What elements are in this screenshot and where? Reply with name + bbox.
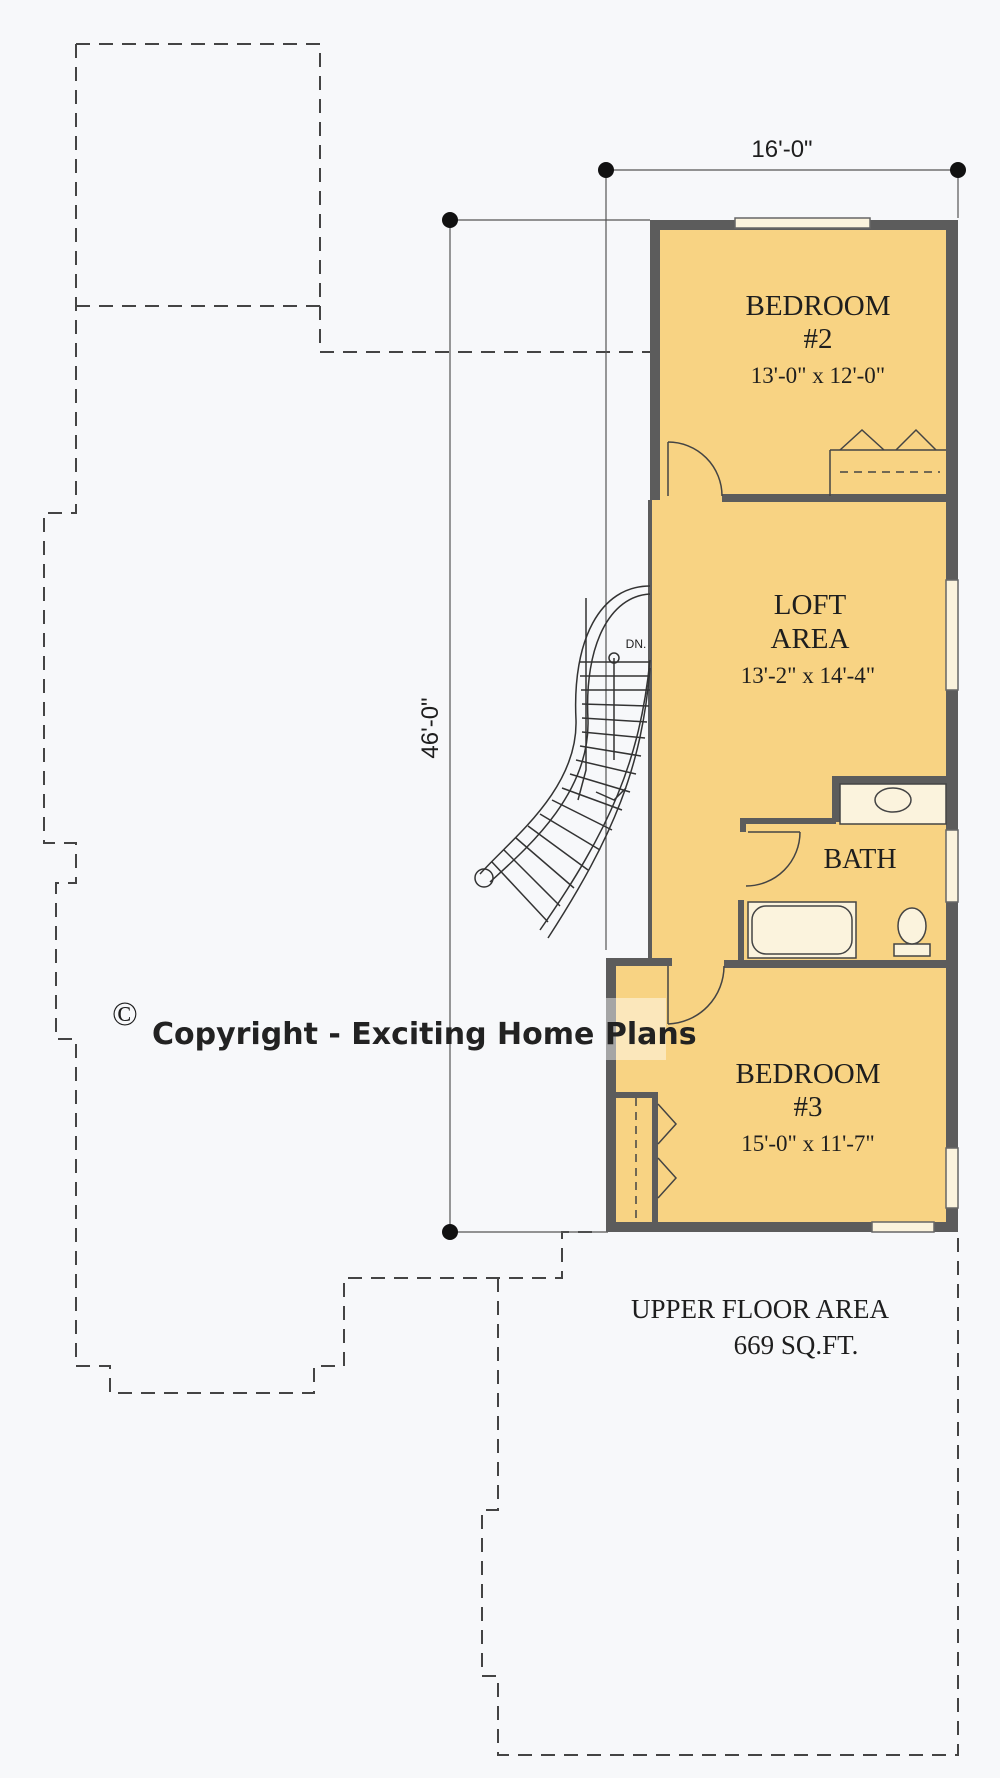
sink-icon	[874, 787, 912, 813]
bedroom2-number: #2	[804, 323, 833, 355]
wall	[740, 818, 836, 824]
toilet-tank	[893, 943, 931, 957]
bedroom3-number: #3	[794, 1091, 823, 1123]
dim-dot	[950, 162, 966, 178]
door-swings	[667, 441, 801, 1025]
wall	[606, 1222, 958, 1232]
floor-area	[610, 226, 953, 1224]
copyright-symbol: ©	[112, 996, 138, 1033]
lower-floor-outline	[43, 43, 959, 1756]
window	[734, 217, 871, 229]
bedroom2-size: 13'-0" x 12'-0"	[751, 363, 885, 388]
stair-treads	[491, 661, 650, 923]
area-value: 669 SQ.FT.	[734, 1330, 859, 1360]
dim-dot	[442, 212, 458, 228]
window	[945, 829, 959, 903]
windows	[734, 217, 959, 1233]
stair-down-label: DN.	[626, 637, 647, 651]
wall	[606, 958, 616, 1232]
bath-name: BATH	[823, 844, 896, 875]
loft-size: 13'-2" x 14'-4"	[741, 663, 875, 688]
wall	[606, 958, 672, 966]
dim-dot	[598, 162, 614, 178]
wall	[832, 776, 840, 822]
window	[945, 1147, 959, 1209]
window	[871, 1221, 935, 1233]
wall	[740, 818, 746, 832]
overall-depth-dimension: 46'-0"	[417, 697, 444, 758]
wall	[946, 220, 958, 1232]
bath-fixtures	[747, 783, 947, 959]
wall	[648, 500, 652, 958]
wall	[724, 960, 950, 968]
toilet-bowl	[897, 907, 927, 945]
closet-bedroom2	[829, 428, 946, 496]
area-title: UPPER FLOOR AREA	[631, 1294, 890, 1324]
bedroom2-name: BEDROOM	[745, 290, 890, 322]
dim-dot	[442, 1224, 458, 1240]
loft-name: LOFT	[774, 589, 847, 621]
copyright-text: Copyright - Exciting Home Plans	[152, 1017, 697, 1052]
bedroom3-size: 15'-0" x 11'-7"	[741, 1131, 875, 1156]
loft-name-line2: AREA	[771, 623, 850, 655]
wall	[722, 494, 950, 502]
closet-bedroom3	[635, 1098, 678, 1222]
wall	[738, 900, 744, 962]
wall	[650, 220, 660, 500]
wall	[832, 776, 950, 784]
wall	[652, 1092, 658, 1224]
overall-width-dimension: 16'-0"	[751, 136, 812, 163]
copyright-backdrop	[606, 998, 666, 1060]
window	[945, 579, 959, 691]
bedroom3-name: BEDROOM	[735, 1058, 880, 1090]
interior-walls	[612, 494, 950, 1224]
dimension-dots	[442, 162, 966, 1240]
wall	[612, 1092, 658, 1098]
stairs	[474, 585, 651, 939]
